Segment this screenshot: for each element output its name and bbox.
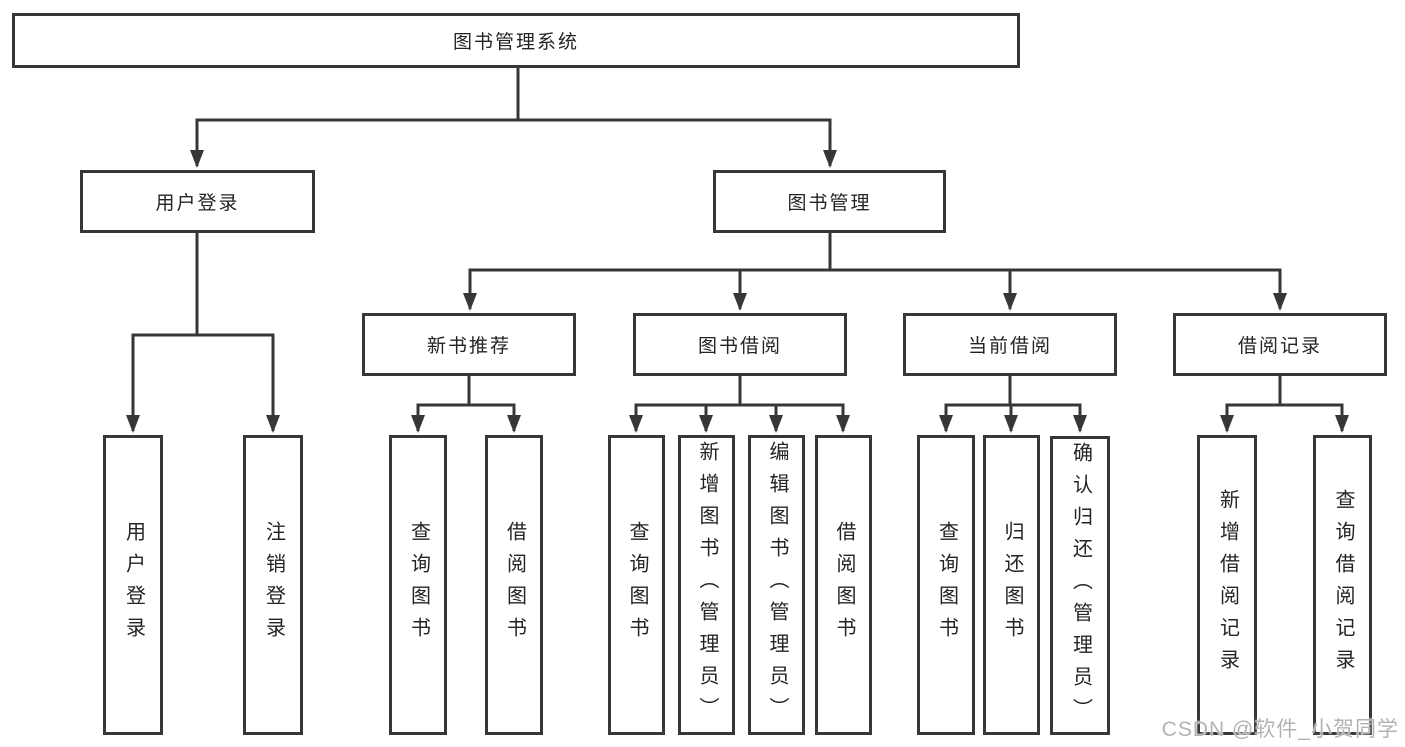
node-label: 查询借阅记录 bbox=[1332, 489, 1354, 681]
node-label: 图书管理系统 bbox=[452, 32, 579, 53]
node-user-login: 用户登录 bbox=[80, 170, 315, 233]
node-label: 借阅图书 bbox=[503, 521, 526, 649]
node-borrow-records: 借阅记录 bbox=[1173, 313, 1387, 376]
node-label: 用户登录 bbox=[122, 521, 145, 649]
node-label: 查询图书 bbox=[626, 521, 648, 649]
leaf-query-books-borrow: 查询图书 bbox=[608, 435, 665, 735]
leaf-borrow-books: 借阅图书 bbox=[815, 435, 872, 735]
leaf-add-borrow-record: 新增借阅记录 bbox=[1197, 435, 1257, 735]
node-label: 新增借阅记录 bbox=[1216, 489, 1239, 681]
node-label: 查询图书 bbox=[407, 521, 430, 649]
node-label: 新增图书（管理员） bbox=[696, 441, 718, 729]
node-label: 借阅图书 bbox=[833, 521, 855, 649]
leaf-logout-login: 注销登录 bbox=[243, 435, 303, 735]
node-book-management: 图书管理 bbox=[713, 170, 946, 233]
leaf-confirm-return-admin: 确认归还（管理员） bbox=[1050, 436, 1110, 735]
node-label: 图书借阅 bbox=[697, 336, 782, 357]
node-label: 借阅记录 bbox=[1237, 336, 1322, 357]
node-root-system: 图书管理系统 bbox=[12, 13, 1020, 68]
node-label: 图书管理 bbox=[787, 193, 872, 214]
node-label: 新书推荐 bbox=[426, 336, 511, 357]
leaf-edit-books-admin: 编辑图书（管理员） bbox=[748, 435, 805, 735]
leaf-borrow-books-recommend: 借阅图书 bbox=[485, 435, 543, 735]
node-label: 注销登录 bbox=[262, 521, 285, 649]
leaf-return-books: 归还图书 bbox=[983, 435, 1040, 735]
node-label: 查询图书 bbox=[935, 521, 958, 649]
node-label: 归还图书 bbox=[1001, 521, 1023, 649]
leaf-user-login: 用户登录 bbox=[103, 435, 163, 735]
node-label: 当前借阅 bbox=[967, 336, 1052, 357]
leaf-add-books-admin: 新增图书（管理员） bbox=[678, 435, 735, 735]
node-new-book-recommend: 新书推荐 bbox=[362, 313, 576, 376]
csdn-watermark: CSDN @软件_小贺同学 bbox=[1161, 718, 1399, 741]
node-label: 用户登录 bbox=[155, 193, 240, 214]
leaf-query-books-current: 查询图书 bbox=[917, 435, 975, 735]
leaf-query-books-recommend: 查询图书 bbox=[389, 435, 447, 735]
node-current-borrow: 当前借阅 bbox=[903, 313, 1117, 376]
node-label: 确认归还（管理员） bbox=[1069, 441, 1092, 730]
leaf-query-borrow-record: 查询借阅记录 bbox=[1313, 435, 1372, 735]
node-label: 编辑图书（管理员） bbox=[766, 441, 788, 729]
node-book-borrow: 图书借阅 bbox=[633, 313, 847, 376]
